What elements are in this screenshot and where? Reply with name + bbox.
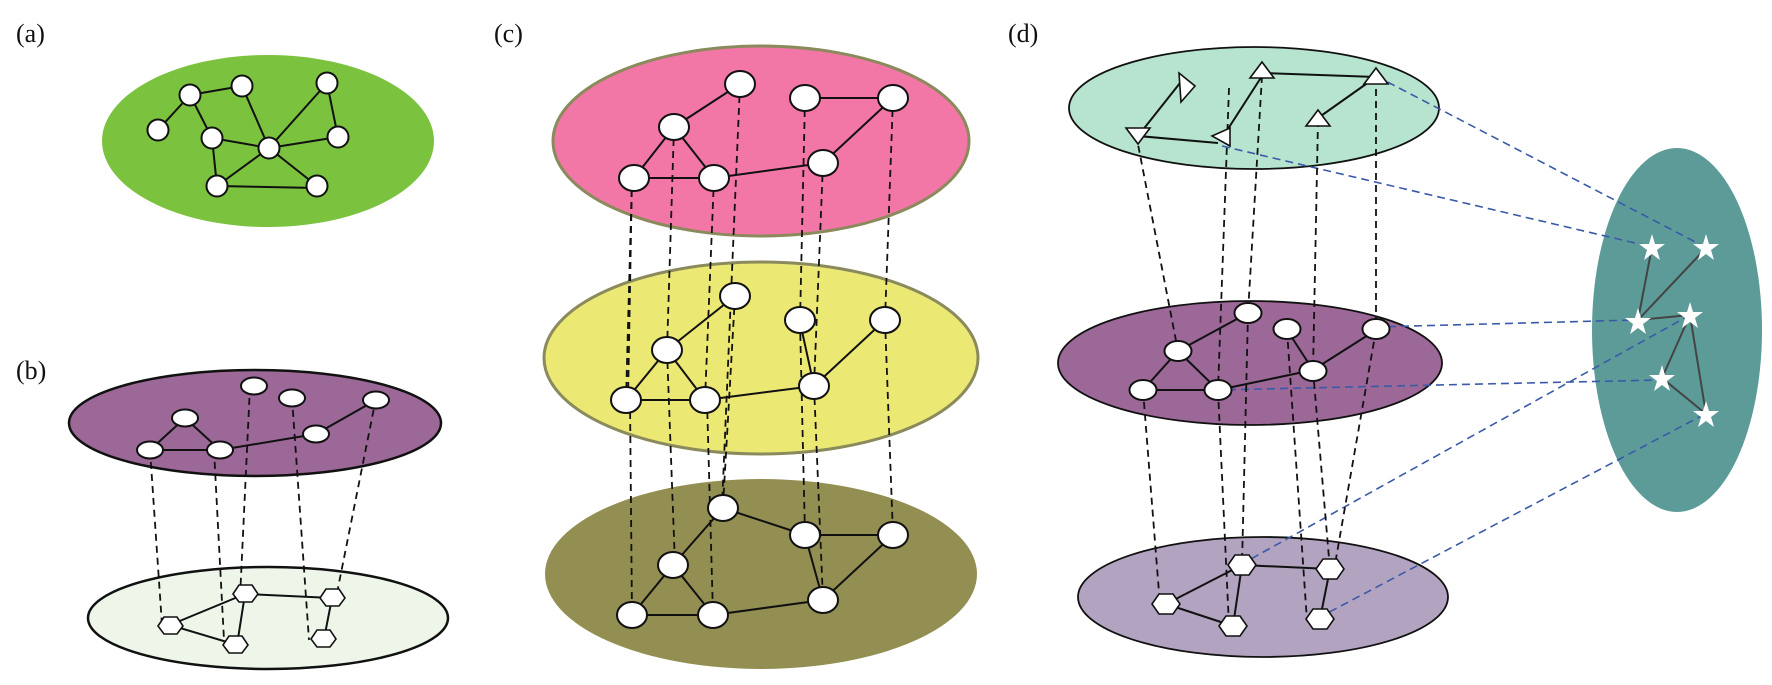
panel-a-nodes bbox=[146, 71, 350, 198]
panel-b: (b) bbox=[16, 356, 450, 671]
panel-b-bottom-hexagon-nodes bbox=[157, 584, 346, 654]
olive-layer bbox=[545, 479, 977, 669]
panel-d-star-nodes bbox=[1625, 234, 1719, 427]
panel-b-top-nodes bbox=[136, 376, 390, 460]
panel-d: (d) bbox=[1008, 19, 1762, 658]
panel-c-middle-nodes bbox=[610, 282, 901, 414]
panel-c-interlayer-links bbox=[625, 83, 894, 616]
panel-c-bottom-nodes bbox=[616, 494, 909, 629]
pale-layer bbox=[86, 565, 450, 671]
panel-b-label: (b) bbox=[16, 356, 46, 385]
panel-d-star-edges bbox=[1637, 246, 1707, 415]
panel-d-hexagon-nodes bbox=[1151, 554, 1345, 637]
panel-d-label: (d) bbox=[1008, 19, 1038, 48]
panel-d-middle-nodes bbox=[1128, 302, 1391, 401]
pink-layer bbox=[551, 44, 971, 238]
mint-layer bbox=[1068, 46, 1440, 170]
panel-c-top-nodes bbox=[618, 70, 909, 192]
lavender-layer bbox=[1077, 536, 1449, 658]
panel-d-triangle-nodes bbox=[1124, 60, 1390, 148]
panel-c-label: (c) bbox=[494, 19, 523, 48]
panel-a: (a) bbox=[16, 19, 434, 227]
teal-layer bbox=[1592, 148, 1762, 512]
panel-d-cross-links bbox=[1214, 75, 1706, 619]
yellow-layer bbox=[542, 260, 980, 456]
panel-c: (c) bbox=[494, 19, 980, 669]
panel-a-label: (a) bbox=[16, 19, 45, 48]
